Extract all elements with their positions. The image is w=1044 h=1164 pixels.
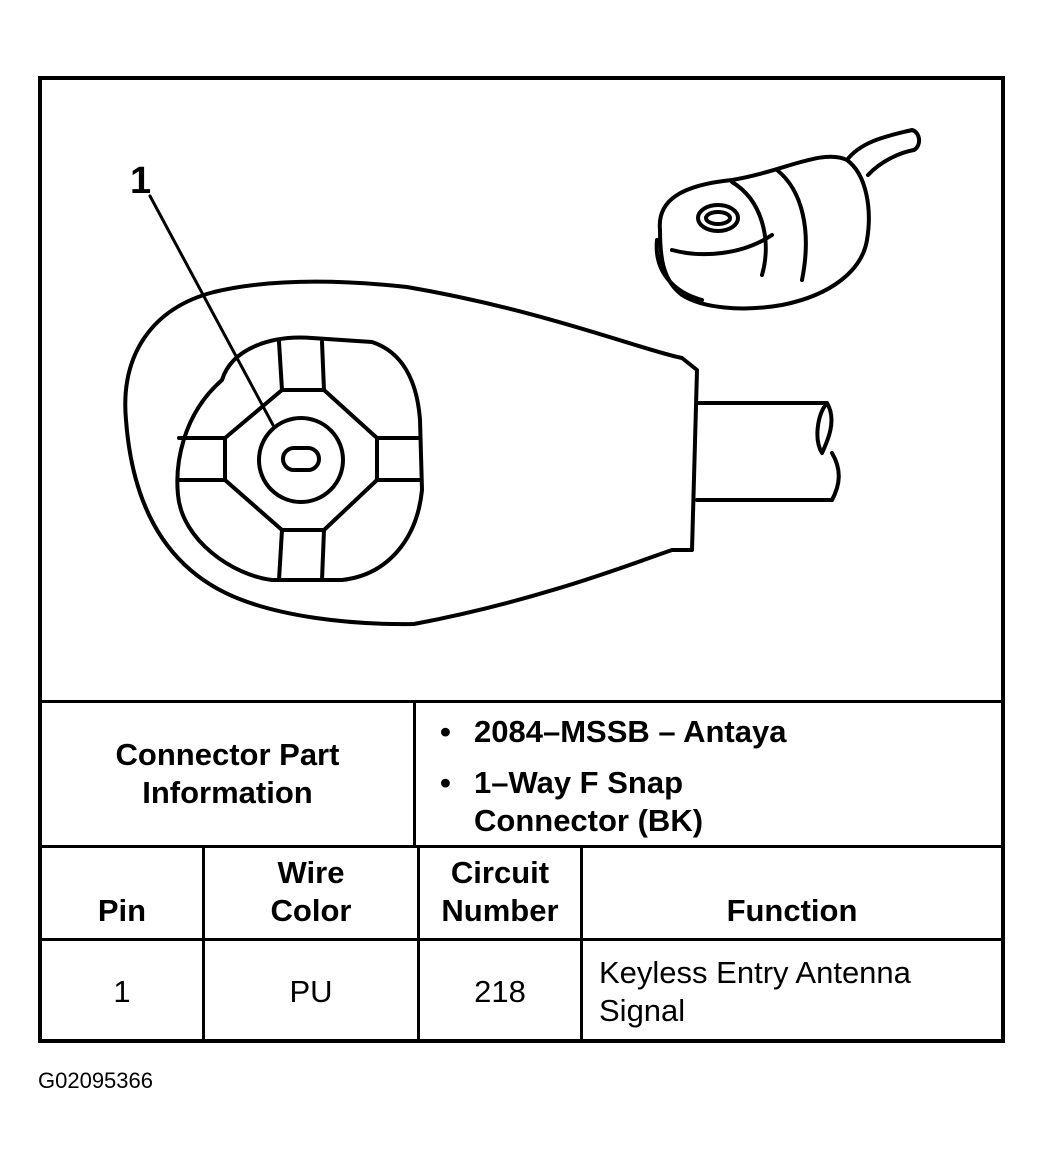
connector-info-bullet: 1–Way F Snap Connector (BK) [440, 764, 804, 840]
header-wire-color: Wire Color [202, 848, 417, 938]
wire [695, 401, 841, 502]
slot-bottom [277, 528, 326, 582]
terminal-slot [281, 446, 321, 472]
table-header-row: Pin Wire Color Circuit Number Function [42, 845, 1001, 941]
terminal-pin [257, 416, 345, 504]
header-pin: Pin [97, 893, 147, 928]
cell-function-text: Keyless Entry Antenna Signal [599, 955, 911, 1028]
connector-info-label: Connector Part Information [115, 737, 340, 810]
connector-illustration: 1 [42, 80, 1001, 700]
connector-body [123, 279, 699, 627]
header-function: Function [580, 848, 1001, 938]
key-fob-drawing [654, 128, 921, 311]
slot-left [177, 436, 227, 482]
header-circuit-number: Circuit Number [417, 848, 580, 938]
callout-leader [148, 194, 275, 427]
cell-function: Keyless Entry Antenna Signal [580, 941, 1001, 1043]
figure-code: G02095366 [38, 1068, 153, 1093]
connector-info-bullet: 2084–MSSB – Antaya [440, 713, 804, 751]
diagram-frame: 1 Connector Part Information 2084–MSSB –… [38, 76, 1005, 1043]
cell-wire-color: PU [202, 941, 417, 1043]
terminal-housing [175, 335, 424, 582]
cell-circuit: 218 [417, 941, 580, 1043]
table-row: 1 PU 218 Keyless Entry Antenna Signal [42, 941, 1001, 1043]
cell-pin: 1 [113, 974, 131, 1009]
callout-label: 1 [130, 160, 152, 202]
terminal-inner [223, 388, 379, 532]
connector-info-label-cell: Connector Part Information [42, 703, 416, 845]
connector-info-section: Connector Part Information 2084–MSSB – A… [42, 700, 1001, 845]
header-circuit-number-text: Circuit Number [441, 855, 559, 928]
connector-drawing [123, 128, 921, 627]
connector-info-details: 2084–MSSB – Antaya 1–Way F Snap Connecto… [416, 703, 1001, 845]
slot-right [375, 436, 422, 482]
header-wire-color-text: Wire Color [270, 855, 352, 928]
slot-top [277, 340, 326, 392]
